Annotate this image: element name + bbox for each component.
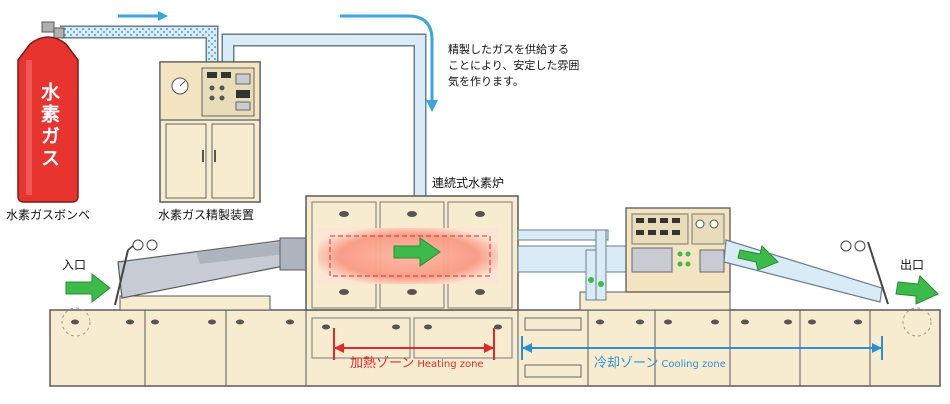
cooling-zone-jp: 冷却ゾーン [594,356,659,371]
outlet-arrow [895,275,939,305]
flow-arrow-heating [393,237,441,267]
inlet-conveyor [114,237,311,306]
outlet-label: 出口 [900,258,925,272]
flow-arrow-blue-curve [340,14,438,112]
gas-supply-pipe [60,25,427,196]
heating-zone-marker [333,328,495,360]
cylinder-caption: 水素ガスボンベ [6,208,91,222]
cylinder-text: 水素ガス [38,82,60,170]
gas-purifier-unit [159,61,261,203]
control-panel [625,207,731,293]
cooling-zone-en: Cooling zone [661,359,726,370]
furnace-caption: 連続式水素炉 [432,176,505,190]
cooling-section [517,229,627,301]
inlet-arrow [65,272,111,304]
purifier-caption: 水素ガス精製装置 [158,208,255,222]
inlet-label: 入口 [62,258,87,272]
heating-zone-en: Heating zone [417,359,484,370]
flow-arrow-cooling [737,245,779,271]
process-note: 精製したガスを供給する ことにより、安定した雰囲 気を作ります。 [448,42,598,90]
process-note-line: 精製したガスを供給する [448,43,569,56]
process-note-line: 気を作ります。 [448,74,524,88]
heating-zone-jp: 加熱ゾーン [350,356,415,371]
outlet-conveyor [723,239,889,305]
flow-arrow-blue-top [118,11,168,21]
hydrogen-cylinder [17,21,79,203]
cooling-zone-marker [521,336,883,360]
process-note-line: ことにより、安定した雰囲 [448,58,580,72]
